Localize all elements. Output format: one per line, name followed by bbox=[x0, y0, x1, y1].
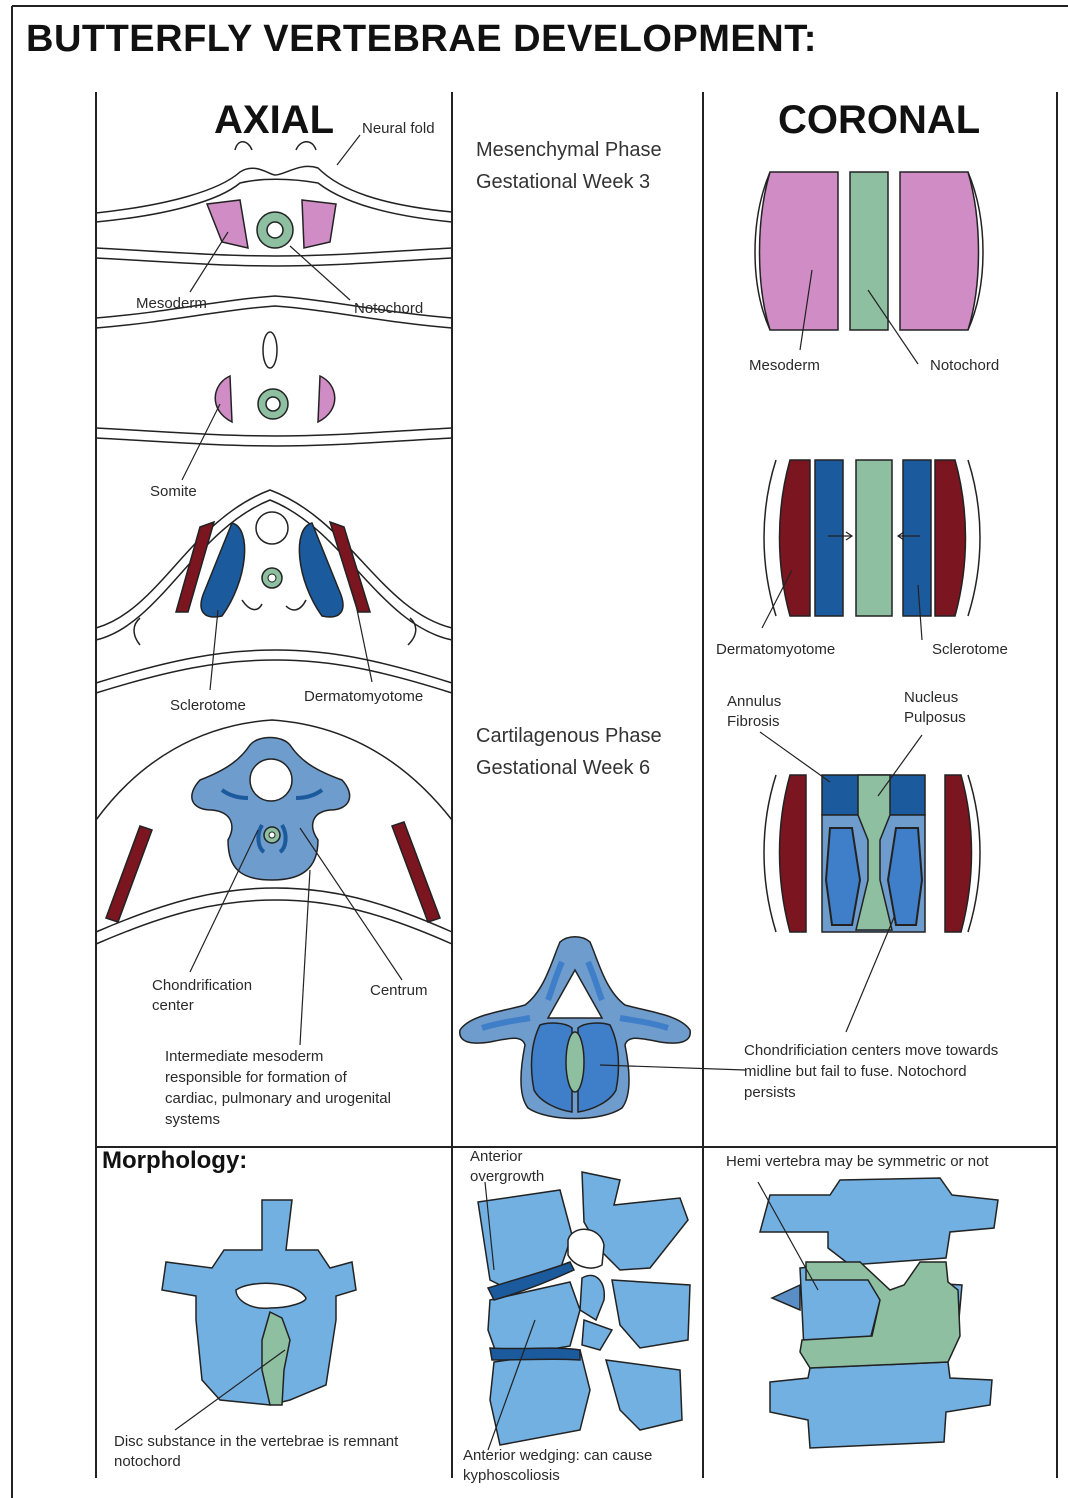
nucleus-pulposus-line1: Nucleus bbox=[904, 688, 966, 708]
annulus-fibrosis-line2: Fibrosis bbox=[727, 712, 781, 732]
axial-neural-canal bbox=[250, 759, 292, 801]
coronal-notochord-2 bbox=[856, 460, 892, 616]
nucleus-pulposus-line2: Pulposus bbox=[904, 708, 966, 728]
coronal-heading: CORONAL bbox=[778, 98, 980, 143]
label-axial-sclerotome: Sclerotome bbox=[170, 696, 246, 716]
coronal-chondrification-right bbox=[888, 828, 922, 925]
label-disc-note: Disc substance in the vertebrae is remna… bbox=[114, 1432, 398, 1472]
anterior-wedging-line2: kyphoscoliosis bbox=[463, 1466, 652, 1486]
butterfly-notochord bbox=[566, 1032, 584, 1092]
coronal-sclerotome-left bbox=[815, 460, 843, 616]
cartilagenous-phase-label: Cartilagenous Phase Gestational Week 6 bbox=[476, 720, 662, 784]
axial-mesoderm-left bbox=[207, 200, 248, 248]
label-centrum: Centrum bbox=[370, 981, 428, 1001]
axial-heading: AXIAL bbox=[214, 98, 334, 143]
label-anterior-wedging: Anterior wedging: can cause kyphoscolios… bbox=[463, 1446, 652, 1486]
coronal-dermatomyotome-right-3 bbox=[945, 775, 972, 932]
morph-sagittal-stack bbox=[478, 1172, 690, 1445]
chondrification-center-line2: center bbox=[152, 996, 252, 1016]
cartilagenous-phase-line1: Cartilagenous Phase bbox=[476, 720, 662, 752]
anterior-overgrowth-line2: overgrowth bbox=[470, 1167, 544, 1187]
axial-notochord-3-lumen bbox=[268, 574, 276, 582]
disc-note-line2: notochord bbox=[114, 1452, 398, 1472]
label-axial-mesoderm: Mesoderm bbox=[136, 294, 207, 314]
coronal-dermatomyotome-left-3 bbox=[780, 775, 807, 932]
intermediate-mesoderm-line2: responsible for formation of bbox=[165, 1067, 391, 1088]
intermediate-mesoderm-line1: Intermediate mesoderm bbox=[165, 1046, 391, 1067]
label-chondrification-note: Chondrificiation centers move towards mi… bbox=[744, 1040, 998, 1103]
morph-coronal-wedge bbox=[772, 1285, 800, 1310]
coronal2-outer-right bbox=[968, 460, 980, 616]
annulus-fibrosis-line1: Annulus bbox=[727, 692, 781, 712]
axial-stage3-leaders bbox=[210, 600, 372, 690]
morph-sagittal-canal bbox=[568, 1229, 604, 1268]
axial-neural-tube-3 bbox=[256, 512, 288, 544]
chondrification-note-line1: Chondrificiation centers move towards bbox=[744, 1040, 998, 1061]
intermediate-mesoderm-line3: cardiac, pulmonary and urogenital bbox=[165, 1088, 391, 1109]
axial-notochord-lumen bbox=[267, 222, 283, 238]
label-coronal-mesoderm: Mesoderm bbox=[749, 356, 820, 376]
label-coronal-dermatomyotome: Dermatomyotome bbox=[716, 640, 835, 660]
coronal-dermatomyotome-left bbox=[780, 460, 811, 616]
axial-notochord-2-lumen bbox=[266, 397, 280, 411]
coronal2-outer-left bbox=[764, 460, 776, 616]
label-nucleus-pulposus: Nucleus Pulposus bbox=[904, 688, 966, 728]
label-anterior-overgrowth: Anterior overgrowth bbox=[470, 1147, 544, 1187]
coronal-notochord bbox=[850, 172, 888, 330]
label-chondrification-center: Chondrification center bbox=[152, 976, 252, 1016]
mesenchymal-phase-line2: Gestational Week 3 bbox=[476, 166, 662, 198]
label-coronal-notochord: Notochord bbox=[930, 356, 999, 376]
axial-somite-right bbox=[318, 376, 335, 422]
label-axial-dermatomyotome: Dermatomyotome bbox=[304, 687, 423, 707]
axial-dermatomyotome-right-4 bbox=[392, 822, 440, 922]
chondrification-note-line3: persists bbox=[744, 1082, 998, 1103]
coronal-mesoderm-left bbox=[760, 172, 839, 330]
cartilagenous-phase-line2: Gestational Week 6 bbox=[476, 752, 662, 784]
axial-somite-left bbox=[215, 376, 232, 422]
chondrification-note-line2: midline but fail to fuse. Notochord bbox=[744, 1061, 998, 1082]
label-somite: Somite bbox=[150, 482, 197, 502]
axial-mesoderm-right bbox=[302, 200, 336, 248]
anterior-overgrowth-line1: Anterior bbox=[470, 1147, 544, 1167]
anterior-wedging-line1: Anterior wedging: can cause bbox=[463, 1446, 652, 1466]
mesenchymal-phase-label: Mesenchymal Phase Gestational Week 3 bbox=[476, 134, 662, 198]
label-axial-notochord: Notochord bbox=[354, 299, 423, 319]
label-coronal-sclerotome: Sclerotome bbox=[932, 640, 1008, 660]
morph-sagittal-disc-2 bbox=[490, 1348, 580, 1360]
label-intermediate-mesoderm: Intermediate mesoderm responsible for fo… bbox=[165, 1046, 391, 1130]
coronal-dermatomyotome-right bbox=[935, 460, 966, 616]
label-hemi-vertebra: Hemi vertebra may be symmetric or not bbox=[726, 1152, 989, 1172]
axial-dermatomyotome-left-4 bbox=[106, 826, 152, 922]
page-title: BUTTERFLY VERTEBRAE DEVELOPMENT: bbox=[26, 18, 817, 61]
label-neural-fold: Neural fold bbox=[362, 119, 435, 139]
mesenchymal-phase-line1: Mesenchymal Phase bbox=[476, 134, 662, 166]
coronal-chondrification-left bbox=[826, 828, 860, 925]
intermediate-mesoderm-line4: systems bbox=[165, 1109, 391, 1130]
coronal3-outer-left bbox=[764, 775, 776, 932]
axial-neural-tube bbox=[263, 332, 277, 368]
disc-note-line1: Disc substance in the vertebrae is remna… bbox=[114, 1432, 398, 1452]
chondrification-center-line1: Chondrification bbox=[152, 976, 252, 996]
somite-leader bbox=[182, 404, 220, 480]
axial-notochord-4-lumen bbox=[269, 832, 275, 838]
coronal-sclerotome-right bbox=[903, 460, 931, 616]
coronal-mesoderm-right bbox=[900, 172, 979, 330]
label-annulus-fibrosis: Annulus Fibrosis bbox=[727, 692, 781, 732]
morphology-heading: Morphology: bbox=[102, 1147, 247, 1175]
